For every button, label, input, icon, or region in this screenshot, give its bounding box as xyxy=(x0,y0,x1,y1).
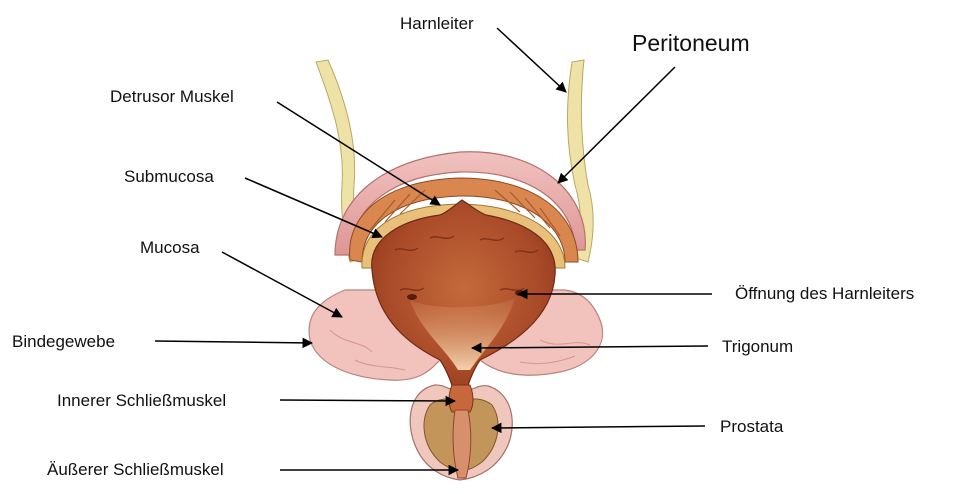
leader-prostata xyxy=(492,426,705,428)
label-harnleiter: Harnleiter xyxy=(400,14,474,34)
leader-harnleiter xyxy=(497,28,566,92)
leader-innerer xyxy=(280,400,455,401)
label-aeusserer-schliessmuskel: Äußerer Schließmuskel xyxy=(47,460,224,480)
label-innerer-schliessmuskel: Innerer Schließmuskel xyxy=(57,391,226,411)
urethra xyxy=(453,410,471,478)
label-submucosa: Submucosa xyxy=(124,167,214,187)
leader-mucosa xyxy=(222,252,342,317)
leader-bindegewebe xyxy=(155,341,312,343)
label-prostata: Prostata xyxy=(720,417,783,437)
label-mucosa: Mucosa xyxy=(140,238,200,258)
ureter-opening-left xyxy=(407,294,417,300)
label-oeffnung-des-harnleiters: Öffnung des Harnleiters xyxy=(735,284,914,304)
label-trigonum: Trigonum xyxy=(722,337,793,357)
label-bindegewebe: Bindegewebe xyxy=(12,332,115,352)
label-peritoneum: Peritoneum xyxy=(632,30,750,56)
ureter-opening-right xyxy=(515,290,525,296)
leader-detrusor xyxy=(277,102,440,205)
label-detrusor: Detrusor Muskel xyxy=(110,87,234,107)
internal-sphincter xyxy=(449,385,473,412)
